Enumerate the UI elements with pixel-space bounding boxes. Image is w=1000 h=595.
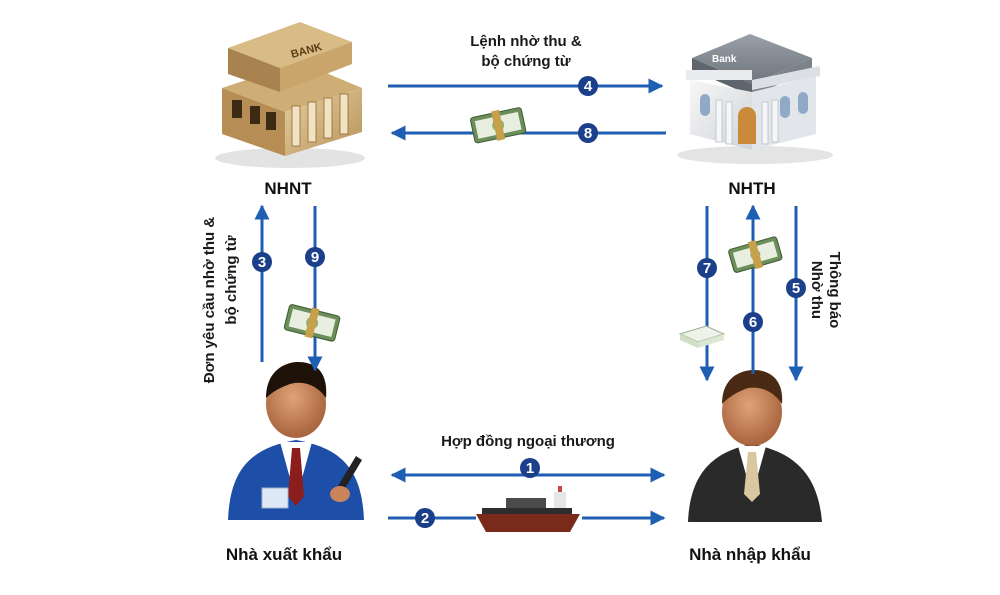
step-badge-2: 2	[415, 508, 435, 528]
step-badge-9: 9	[305, 247, 325, 267]
importer-label: Nhà nhập khẩu	[689, 545, 811, 564]
step-number-3: 3	[258, 254, 266, 271]
ship-icon	[476, 486, 580, 532]
right-edge-label-line2: Nhờ thu	[808, 261, 825, 319]
top-edge-label-line1: Lệnh nhờ thu &	[470, 33, 582, 50]
nhth-bank-sign: Bank	[712, 54, 737, 65]
step-number-4: 4	[584, 78, 593, 95]
money-icon	[283, 304, 341, 342]
bottom-edge-label: Hợp đồng ngoại thương	[441, 433, 615, 450]
step-number-6: 6	[749, 314, 757, 331]
step-badge-5: 5	[786, 278, 806, 298]
step-badge-7: 7	[697, 258, 717, 278]
step-badge-1: 1	[520, 458, 540, 478]
step-number-5: 5	[792, 280, 800, 297]
top-edge-label-line2: bộ chứng từ	[481, 53, 570, 70]
money-icon	[728, 236, 783, 273]
importer-person-icon	[688, 370, 822, 522]
right-edge-label-line1: Thông báo	[826, 252, 843, 329]
nhth-bank-icon: Bank	[677, 34, 833, 164]
step-number-8: 8	[584, 125, 592, 142]
step-badges: 4 8 3 9 7 6 5 1	[252, 76, 806, 528]
exporter-label: Nhà xuất khẩu	[226, 545, 342, 564]
step-badge-3: 3	[252, 252, 272, 272]
exporter-person-icon	[228, 362, 364, 520]
step-badge-8: 8	[578, 123, 598, 143]
step-badge-4: 4	[578, 76, 598, 96]
step-badge-6: 6	[743, 312, 763, 332]
step-number-1: 1	[526, 460, 534, 477]
left-edge-label-line2: bộ chứng từ	[223, 235, 240, 324]
step-number-7: 7	[703, 260, 711, 277]
documents-icon	[678, 325, 726, 348]
step-number-2: 2	[421, 510, 429, 527]
nhnt-bank-icon: BANK	[215, 22, 365, 168]
step-number-9: 9	[311, 249, 319, 266]
left-edge-label-line1: Đơn yêu cầu nhờ thu &	[201, 217, 218, 384]
nhnt-label: NHNT	[264, 179, 312, 198]
nhth-label: NHTH	[728, 179, 775, 198]
money-icon	[470, 107, 527, 144]
